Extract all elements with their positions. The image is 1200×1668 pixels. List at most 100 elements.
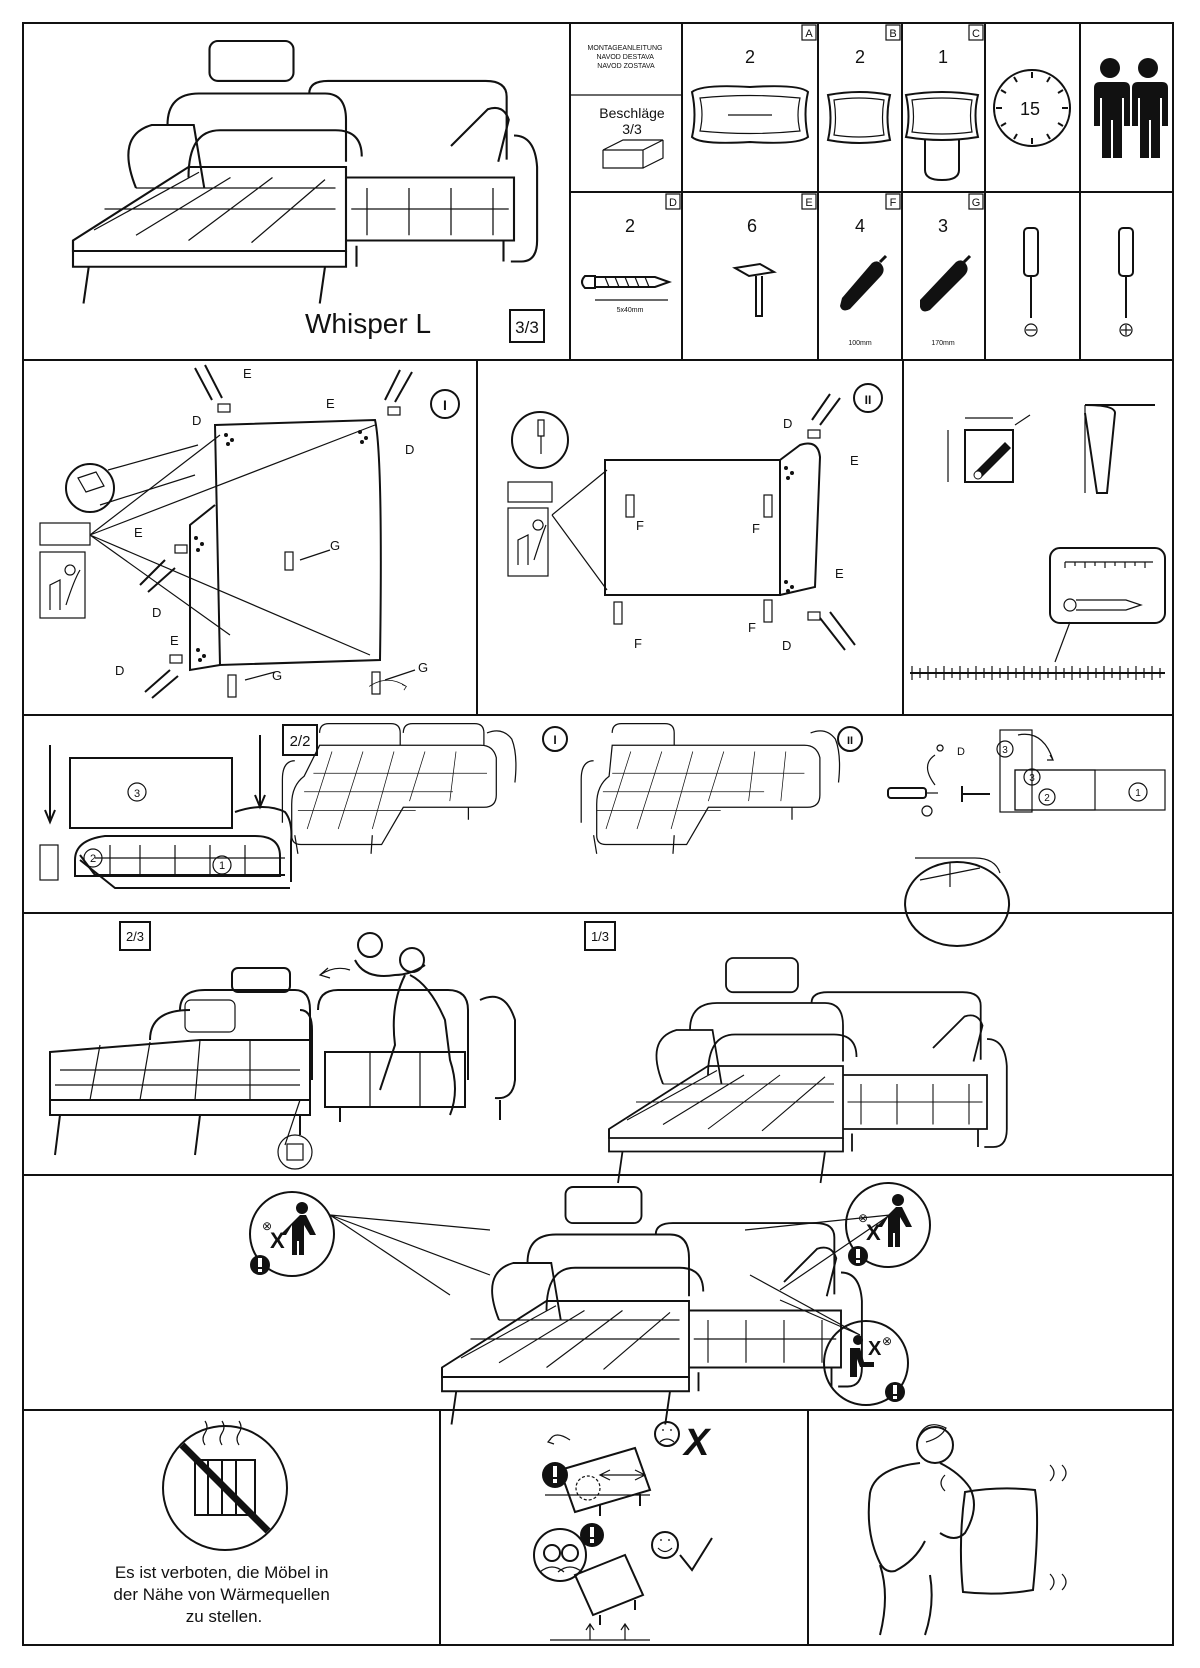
step-1-badge: I (443, 397, 447, 413)
clock-icon: 15 (993, 69, 1071, 147)
sofa-overview-icon (71, 39, 539, 305)
svg-text:X: X (868, 1338, 882, 1360)
connector-detail-icon: 3 3 2 1 D (887, 729, 1166, 947)
step-2-panel: II D E F F (507, 383, 883, 653)
time-minutes: 15 (1020, 99, 1040, 119)
part-label-e: E (850, 453, 859, 468)
svg-text:X: X (682, 1422, 712, 1464)
pillow-shaking-icon (867, 1424, 1067, 1636)
part-c-letter: C (972, 28, 980, 40)
phillips-screwdriver-icon (1118, 227, 1134, 337)
headrest-icon (904, 91, 980, 182)
part-label-g: G (272, 668, 282, 683)
fittings-page: 3/3 (622, 121, 642, 137)
part-b-letter: B (889, 28, 896, 40)
svg-text:X: X (270, 1228, 285, 1253)
bottom-warnings-row: Es ist verboten, die Möbel in der Nähe v… (113, 1410, 1067, 1645)
part-f-letter: F (890, 197, 897, 209)
chaise-attach-step2-icon (580, 722, 841, 854)
part-label-e: E (243, 366, 252, 381)
no-heat-source-icon (162, 1420, 288, 1551)
sofa-warning-icon (441, 1186, 863, 1426)
part-label-d: D (152, 605, 161, 620)
step-3-sub2-badge: II (847, 735, 853, 747)
part-label-d: D (783, 416, 792, 431)
parts-grid: MONTAGEANLEITUNG NAVOD DESTAVA NAVOD ZOS… (570, 23, 1173, 360)
part-b-qty: 2 (855, 47, 865, 67)
svg-text:⊗: ⊗ (262, 1219, 272, 1233)
part-e-qty: 6 (747, 216, 757, 236)
step-3-badge: 2/2 (290, 733, 311, 750)
step-5-badge: 1/3 (591, 929, 609, 944)
leg-long-icon (920, 254, 972, 312)
no-standing-warning-icon: ⊗ X (845, 1182, 931, 1268)
part-label-f: F (752, 521, 760, 536)
product-overview: Whisper L 3/3 (71, 23, 571, 360)
fittings-box-icon (602, 139, 664, 169)
step-row-2: 2/2 3 2 1 I (39, 679, 1166, 947)
module-number-2: 2 (1044, 793, 1050, 804)
part-c-qty: 1 (938, 47, 948, 67)
backrest-placement-icon: 3 2 1 (39, 735, 293, 889)
step-row-1: I (39, 360, 1166, 715)
product-name: Whisper L (305, 308, 431, 339)
part-label-e: E (170, 633, 179, 648)
module-number-1: 1 (1135, 788, 1141, 799)
two-persons-icon (1094, 58, 1168, 158)
part-g-letter: G (972, 197, 981, 209)
module-number-1: 1 (219, 860, 225, 872)
part-label-d: D (782, 638, 791, 653)
part-d-letter: D (669, 197, 677, 209)
svg-text:⊗: ⊗ (858, 1211, 868, 1225)
part-label-d: D (957, 746, 965, 758)
part-label-e: E (134, 525, 143, 540)
module-number-3: 3 (1029, 773, 1035, 784)
part-label-f: F (634, 636, 642, 651)
step-row-3: 2/3 1/3 (49, 921, 1008, 1184)
step-4-badge: 2/3 (126, 929, 144, 944)
part-a-qty: 2 (745, 47, 755, 67)
page-badge: 3/3 (515, 318, 539, 337)
small-pillow-icon (826, 91, 892, 144)
part-label-g: G (418, 660, 428, 675)
part-label-d: D (115, 663, 124, 678)
part-d-dim: 5x40mm (617, 307, 644, 314)
part-d-qty: 2 (625, 216, 635, 236)
part-label-d: D (405, 442, 414, 457)
fittings-label: Beschläge (599, 105, 665, 121)
part-g-dim: 170mm (931, 340, 955, 347)
chaise-attach-step1-icon (281, 679, 517, 854)
leg-detail-panel (910, 404, 1166, 680)
usage-warnings-row: ⊗ X ⊗ X X ⊗ (249, 1182, 931, 1426)
screw-icon (581, 275, 672, 301)
bracket-icon (732, 262, 777, 317)
module-number-3: 3 (134, 788, 140, 800)
heat-source-warning-text: Es ist verboten, die Möbel in der Nähe v… (113, 1563, 334, 1626)
step-2-badge: II (865, 393, 872, 407)
no-standing-warning-icon: ⊗ X (249, 1191, 335, 1277)
wrong-moving-icon: X (542, 1421, 712, 1516)
part-e-letter: E (805, 197, 812, 209)
large-pillow-icon (690, 85, 810, 144)
part-f-qty: 4 (855, 216, 865, 236)
part-label-f: F (748, 620, 756, 635)
svg-text:⊗: ⊗ (882, 1334, 892, 1348)
step-3-sub1-badge: I (553, 733, 556, 747)
part-g-qty: 3 (938, 216, 948, 236)
assembled-sofa-icon (608, 957, 1008, 1184)
no-sitting-on-armrest-icon: X ⊗ (823, 1320, 909, 1406)
part-label-e: E (326, 396, 335, 411)
part-label-d: D (192, 413, 201, 428)
chaise-module-icon (49, 967, 313, 1170)
part-label-f: F (636, 518, 644, 533)
part-label-e: E (835, 566, 844, 581)
flat-screwdriver-icon (1023, 227, 1039, 337)
two-persons-lifting-icon (317, 932, 516, 1122)
part-label-g: G (330, 538, 340, 553)
leg-short-icon (840, 254, 888, 311)
part-f-dim: 100mm (848, 340, 872, 347)
module-number-2: 2 (90, 853, 96, 865)
module-number-3: 3 (1002, 745, 1008, 756)
step-1-panel: I (39, 364, 460, 699)
